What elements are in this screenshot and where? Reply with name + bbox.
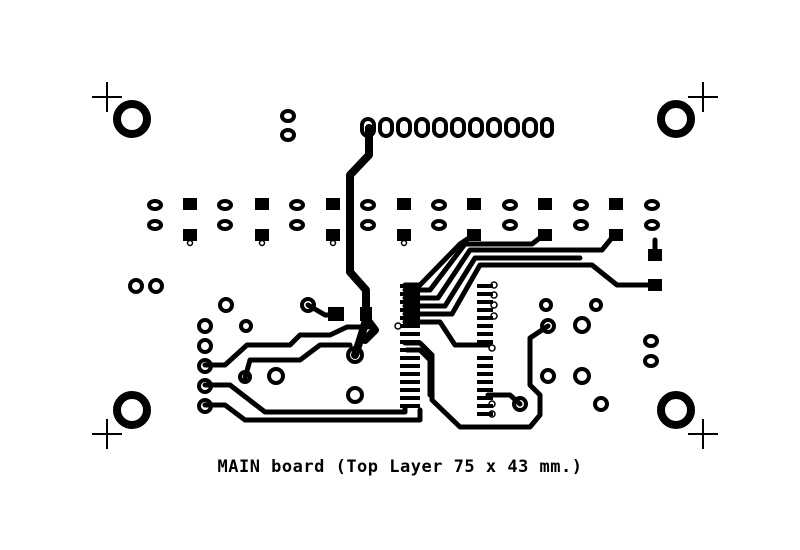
traces (202, 124, 660, 430)
board-caption: MAIN board (Top Layer 75 x 43 mm.) (217, 457, 583, 477)
ic-footprint (400, 284, 493, 416)
connector-j1 (360, 117, 554, 138)
alignment-marks (92, 82, 718, 449)
square-pads (183, 198, 662, 321)
round-pads (128, 109, 660, 414)
mounting-holes (113, 100, 695, 429)
